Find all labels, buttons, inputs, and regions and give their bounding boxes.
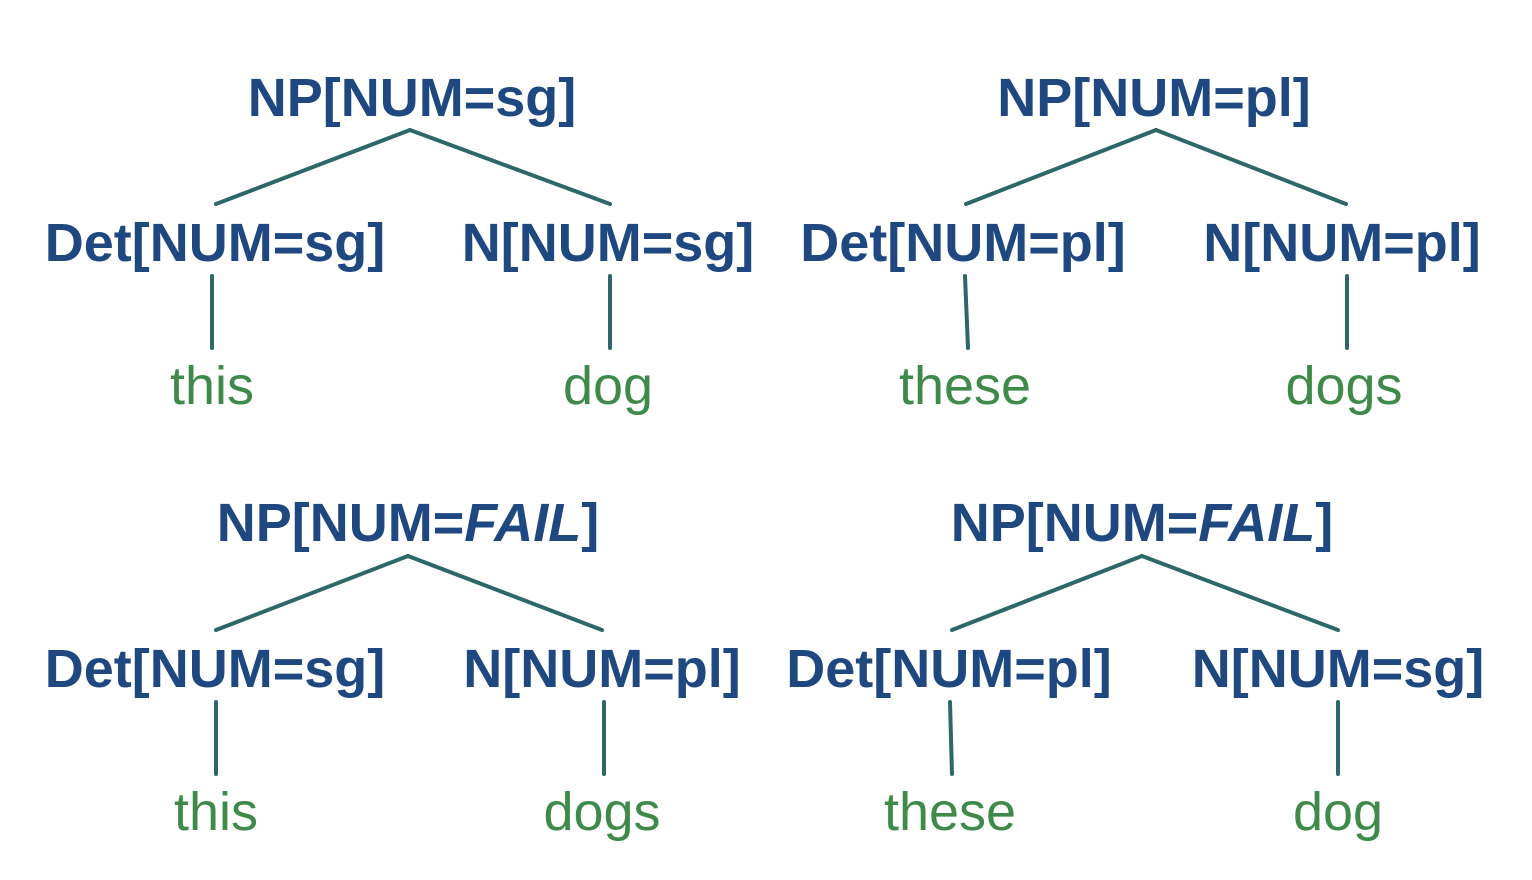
left-child-label: Det[NUM=sg] <box>45 213 386 273</box>
feature-value: FAIL <box>464 493 581 553</box>
feature-value: FAIL <box>1198 493 1315 553</box>
root-node-label: NP[NUM=pl] <box>997 68 1311 128</box>
leaf-word-right: dog <box>563 356 653 416</box>
branch-right <box>1140 554 1340 632</box>
root-node-label: NP[NUM=FAIL] <box>217 493 600 553</box>
branch-right <box>406 554 604 632</box>
branch-right <box>408 128 612 206</box>
parse-tree-2: NP[NUM=pl] Det[NUM=pl] N[NUM=pl] these d… <box>800 68 1480 416</box>
leaf-word-right: dogs <box>1285 356 1402 416</box>
right-child-label: N[NUM=sg] <box>1192 639 1485 699</box>
feature-value: sg <box>495 68 558 128</box>
branch-left <box>214 128 412 206</box>
leaf-word-left: these <box>884 782 1016 842</box>
right-child-label: N[NUM=pl] <box>463 639 740 699</box>
root-node-label: NP[NUM=FAIL] <box>951 493 1334 553</box>
parse-tree-4: NP[NUM=FAIL] Det[NUM=pl] N[NUM=sg] these… <box>786 493 1484 842</box>
left-child-label: Det[NUM=pl] <box>800 213 1125 273</box>
right-child-label: N[NUM=sg] <box>462 213 755 273</box>
root-node-label: NP[NUM=sg] <box>248 68 577 128</box>
leaf-edge-left <box>963 274 970 350</box>
leaf-word-right: dog <box>1293 782 1383 842</box>
left-child-label: Det[NUM=sg] <box>45 639 386 699</box>
right-child-label: N[NUM=pl] <box>1203 213 1480 273</box>
leaf-edge-left <box>948 700 954 776</box>
branch-left <box>964 128 1158 206</box>
left-child-label: Det[NUM=pl] <box>786 639 1111 699</box>
leaf-word-left: this <box>174 782 258 842</box>
parse-tree-1: NP[NUM=sg] Det[NUM=sg] N[NUM=sg] this do… <box>45 68 755 416</box>
leaf-word-left: this <box>170 356 254 416</box>
leaf-word-left: these <box>899 356 1031 416</box>
feature-value: pl <box>1245 68 1293 128</box>
branch-right <box>1154 128 1348 206</box>
parse-tree-3: NP[NUM=FAIL] Det[NUM=sg] N[NUM=pl] this … <box>45 493 741 842</box>
branch-left <box>214 554 410 632</box>
branch-left <box>950 554 1144 632</box>
leaf-word-right: dogs <box>543 782 660 842</box>
